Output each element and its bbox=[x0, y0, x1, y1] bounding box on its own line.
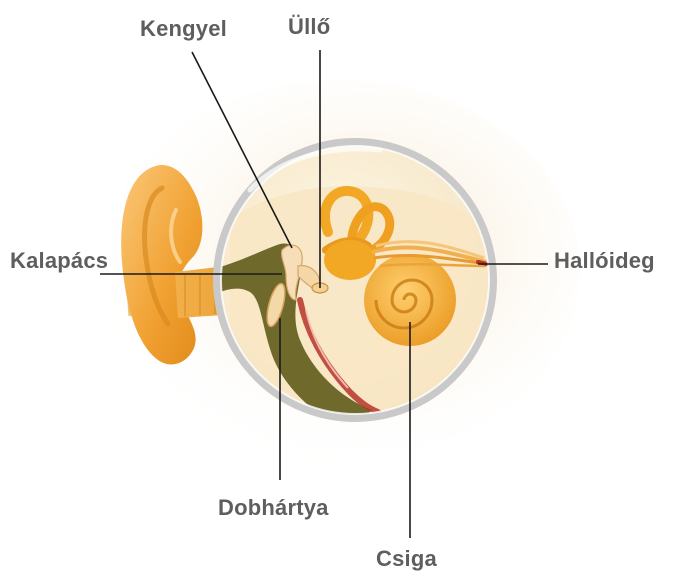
label-dobhartya: Dobhártya bbox=[218, 497, 329, 519]
label-csiga: Csiga bbox=[376, 548, 437, 570]
label-ullo: Üllő bbox=[288, 16, 330, 38]
label-kalapacs: Kalapács bbox=[10, 250, 108, 272]
label-kengyel: Kengyel bbox=[140, 18, 227, 40]
label-halloideg: Hallóideg bbox=[554, 250, 655, 272]
